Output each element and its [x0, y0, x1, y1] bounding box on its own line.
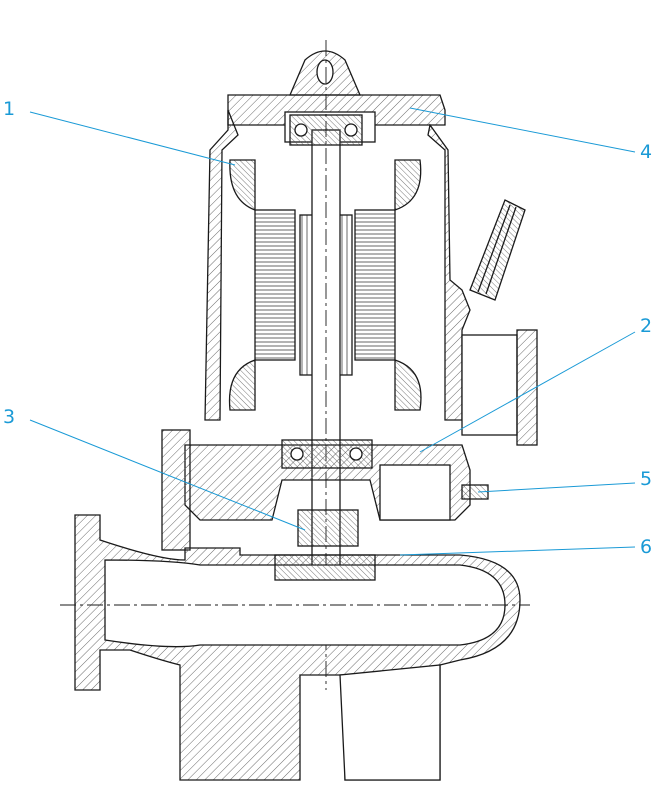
side-bolt: [461, 484, 489, 500]
winding-head-bottom-right: [394, 359, 422, 411]
winding-head-top-right: [394, 159, 422, 211]
leader-5: [477, 482, 636, 493]
callout-leaders: [29, 107, 636, 556]
callout-label-4: 4: [640, 141, 653, 163]
leader-6: [399, 546, 636, 556]
callout-label-5: 5: [640, 468, 653, 490]
clamp-bolt: [161, 429, 191, 551]
motor-housing-left-wall: [204, 109, 239, 421]
impeller: [274, 554, 376, 581]
mechanical-seal: [297, 509, 359, 547]
winding-head-bottom-left: [228, 359, 256, 411]
callout-label-3: 3: [3, 406, 16, 428]
leader-2: [419, 331, 636, 453]
pump-body: [60, 40, 538, 781]
junction-box: [461, 334, 518, 436]
leader-4: [409, 107, 636, 153]
winding-head-top-left: [229, 159, 256, 211]
stator-right: [354, 209, 396, 361]
stator-left: [254, 209, 296, 361]
motor-housing-right-wall: [427, 123, 471, 421]
callout-label-6: 6: [640, 536, 653, 558]
pump-foot: [339, 664, 441, 781]
leader-3: [29, 419, 306, 531]
callout-label-2: 2: [640, 315, 653, 337]
callout-label-1: 1: [3, 98, 16, 120]
cable-entry: [469, 199, 526, 301]
leader-1: [29, 111, 236, 166]
oil-chamber: [379, 464, 451, 521]
